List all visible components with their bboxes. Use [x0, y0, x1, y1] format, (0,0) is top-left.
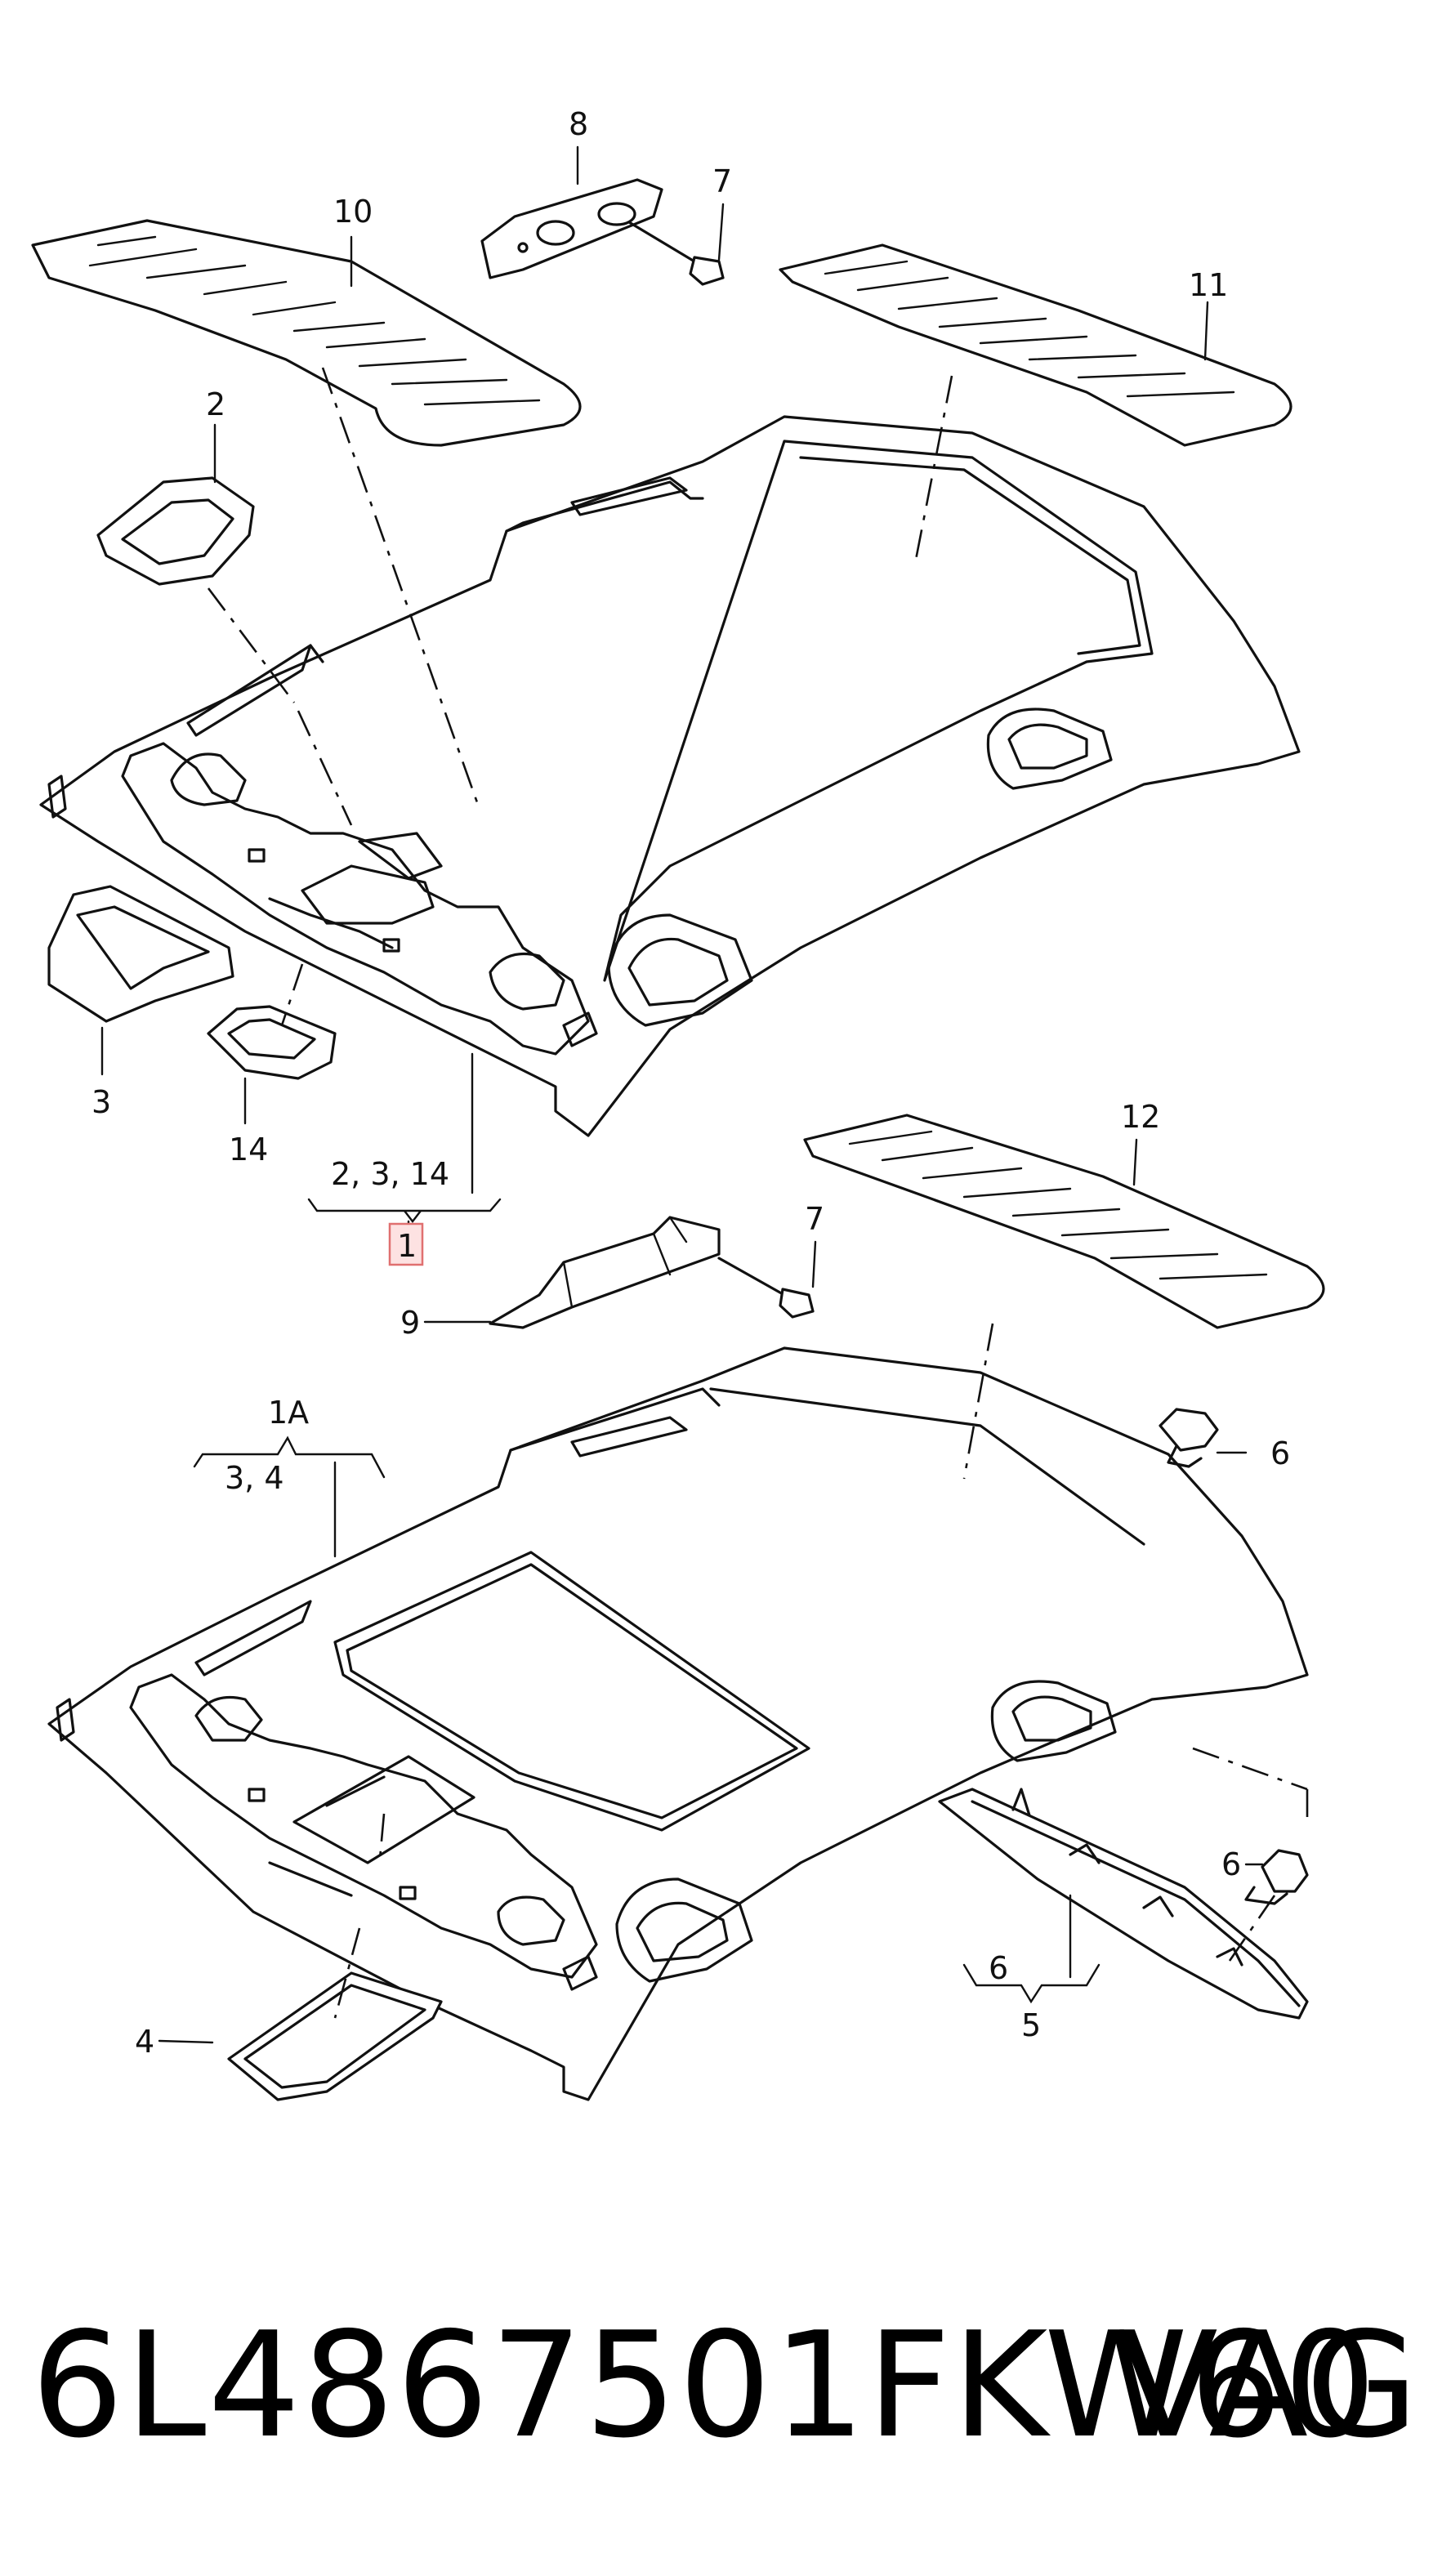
part-number: 6L4867501FKW60: [31, 2301, 1378, 2470]
callout-4: 4: [135, 2024, 154, 2060]
callout-11: 11: [1189, 267, 1228, 303]
part-3-console: [47, 885, 234, 1023]
callout-1: 1: [397, 1228, 417, 1264]
callout-1A: 1A: [268, 1395, 309, 1431]
callout-12: 12: [1121, 1099, 1160, 1135]
part-8-bracket: [480, 178, 663, 279]
callout-6-lower: 6: [1221, 1846, 1241, 1882]
part-10-insulation-pad: [31, 219, 582, 447]
footer: 6L4867501FKW60 VAG: [0, 2296, 1451, 2492]
part-6-clip-upper: [1159, 1408, 1219, 1468]
callout-1-highlight: [388, 1222, 424, 1266]
callout-14: 14: [229, 1132, 268, 1167]
headliner-exploded-diagram: 10 8 7 11 2 3 14 2, 3, 14 1 12 7 9 1A 3,…: [31, 106, 1325, 2101]
headliner-upper: [39, 415, 1301, 1137]
callout-2: 2: [206, 386, 225, 422]
callout-9: 9: [400, 1305, 420, 1341]
part-2-frame: [96, 476, 255, 586]
projection-lines: [207, 367, 1309, 2019]
callout-1-group: 2, 3, 14: [331, 1156, 449, 1192]
callout-3: 3: [92, 1084, 111, 1120]
part-11-insulation-pad: [779, 243, 1293, 447]
brand-label: VAG: [1118, 2301, 1418, 2470]
callout-5-group: 6: [989, 1950, 1008, 1986]
part-12-insulation-pad: [803, 1114, 1325, 1329]
part-9-rail-bracket: [489, 1216, 721, 1329]
part-5-side-trim: [938, 1788, 1309, 2020]
callout-6-upper: 6: [1270, 1435, 1290, 1471]
part-7-screw-upper: [627, 221, 725, 286]
callout-10: 10: [333, 194, 373, 230]
callout-1A-group: 3, 4: [225, 1460, 284, 1496]
part-7-screw-lower: [717, 1257, 815, 1319]
part-6-clip-lower: [1244, 1849, 1309, 1905]
part-14-lamp-surround: [207, 1005, 337, 1080]
headliner-lower: [47, 1346, 1309, 2101]
part-4-lamp-surround: [227, 1971, 443, 2101]
callout-5: 5: [1021, 2007, 1041, 2043]
callout-8: 8: [569, 106, 588, 142]
callout-7-upper: 7: [712, 163, 732, 199]
callout-labels: 10 8 7 11 2 3 14 2, 3, 14 1 12 7 9 1A 3,…: [92, 106, 1290, 2060]
callout-7-lower: 7: [805, 1201, 824, 1237]
